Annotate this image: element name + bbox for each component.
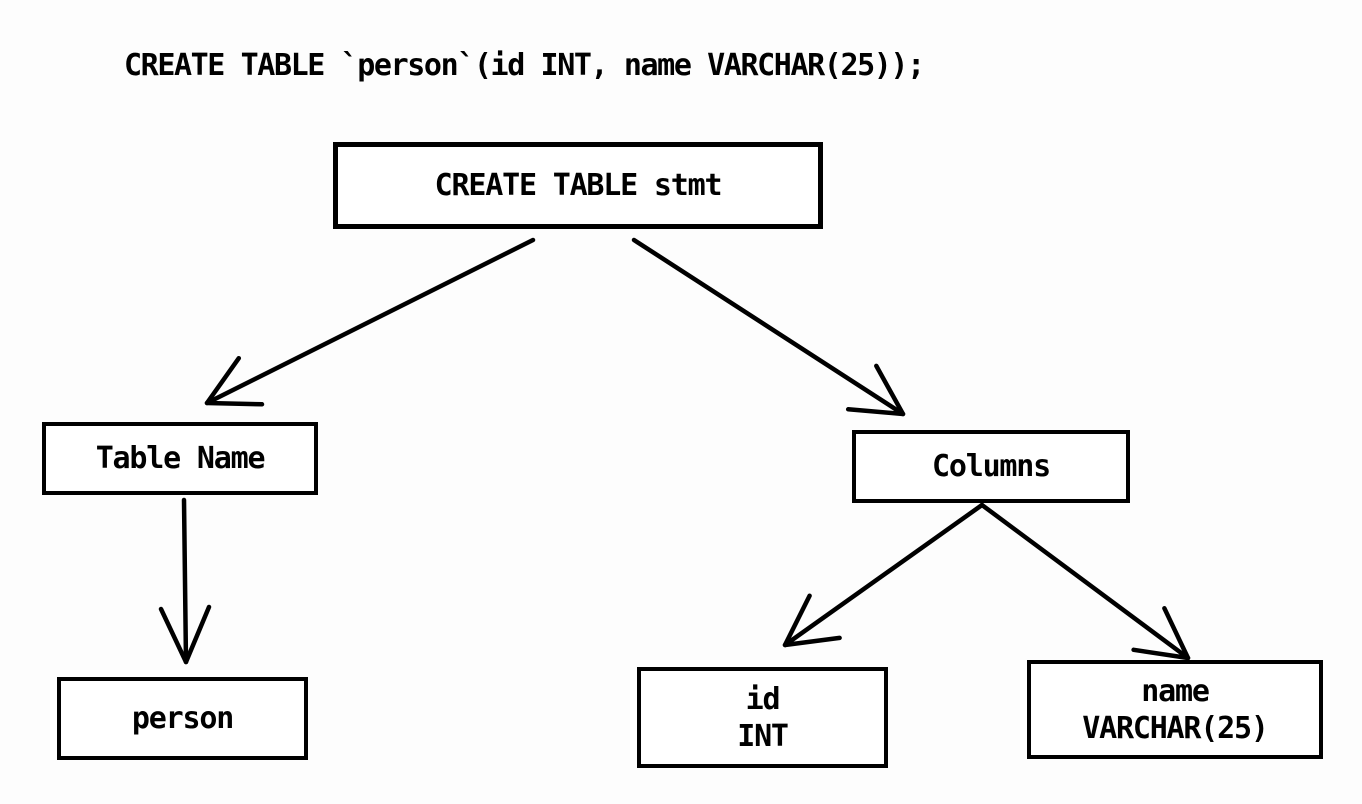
arrowhead-icon <box>204 355 265 407</box>
sql-statement-text: CREATE TABLE `person`(id INT, name VARCH… <box>124 48 925 83</box>
edge-shaft <box>782 502 985 648</box>
node-person: person <box>57 677 308 760</box>
edge-columns-to-id <box>782 502 985 648</box>
node-create-table-stmt: CREATE TABLE stmt <box>333 142 823 229</box>
node-table-name: Table Name <box>42 422 318 495</box>
node-id-int: id INT <box>637 667 888 768</box>
arrowhead-icon <box>158 604 212 665</box>
node-label-line2: VARCHAR(25) <box>1082 710 1269 746</box>
edge-shaft <box>181 497 189 665</box>
edge-shaft <box>204 237 536 406</box>
node-label-line1: id <box>745 681 781 717</box>
edge-shaft <box>979 502 1191 661</box>
node-columns: Columns <box>852 430 1130 503</box>
arrowhead-icon <box>782 593 842 648</box>
node-label-line2: INT <box>737 718 789 754</box>
edge-columns-to-name <box>979 502 1191 661</box>
node-label: person <box>131 701 234 736</box>
arrowhead-icon <box>845 363 906 417</box>
edge-stmt-to-columns <box>631 237 906 417</box>
node-label: CREATE TABLE stmt <box>434 168 723 203</box>
node-label-line1: name <box>1141 673 1210 709</box>
node-label: Table Name <box>95 441 266 476</box>
edge-stmt-to-table-name <box>204 237 536 407</box>
arrowhead-icon <box>1131 606 1191 661</box>
edge-table-name-to-person <box>158 497 212 665</box>
node-name-varchar: name VARCHAR(25) <box>1027 660 1323 759</box>
node-label: Columns <box>931 449 1051 484</box>
edge-shaft <box>631 237 906 417</box>
